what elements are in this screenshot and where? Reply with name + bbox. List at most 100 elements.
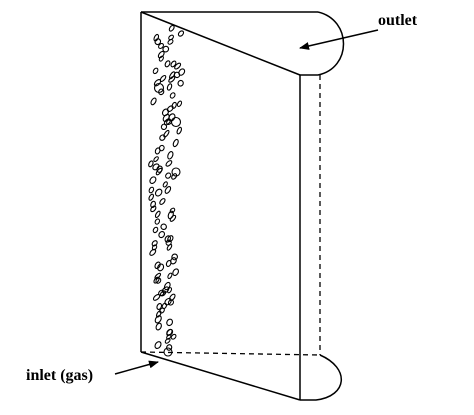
bubble	[150, 97, 157, 106]
bubble	[160, 123, 168, 131]
bubble	[167, 39, 174, 45]
bubble	[154, 315, 162, 324]
bubble	[166, 83, 173, 91]
bubble	[177, 30, 185, 37]
bubble	[166, 105, 174, 113]
large-bubble	[171, 167, 181, 177]
large-bubble	[153, 82, 165, 94]
bubble	[156, 302, 163, 310]
bubble	[157, 263, 165, 272]
bubble	[154, 147, 161, 155]
bubble	[164, 186, 172, 194]
bubble	[161, 286, 170, 294]
bubble	[169, 92, 176, 99]
bubble	[149, 176, 157, 185]
bubble	[178, 68, 186, 76]
bubble	[152, 67, 159, 75]
bubble	[166, 243, 173, 251]
bubble	[163, 281, 171, 291]
large-bubble	[163, 347, 173, 357]
bubble	[168, 24, 175, 32]
bubble	[163, 129, 170, 138]
bubble	[160, 223, 167, 231]
column-outline	[140, 11, 345, 401]
top-cap	[300, 11, 345, 76]
bubble	[164, 297, 172, 306]
bubble	[166, 344, 173, 351]
bubble	[170, 257, 177, 265]
bubble	[153, 156, 159, 162]
outlet-label: outlet	[378, 12, 418, 29]
bubble	[153, 33, 160, 42]
bubble	[155, 167, 163, 176]
bubble	[162, 113, 170, 122]
bubble	[148, 160, 154, 168]
hidden-bottom-edge	[140, 351, 321, 356]
bubble	[168, 34, 174, 41]
top-slant-edge	[140, 11, 301, 76]
bubble	[150, 205, 157, 213]
bubble	[176, 126, 183, 135]
bubble	[170, 60, 177, 68]
bubble	[165, 259, 172, 267]
bubble	[151, 240, 158, 247]
bubble	[172, 138, 179, 148]
bubble	[154, 341, 162, 350]
bubble	[153, 276, 160, 284]
bubble	[177, 79, 184, 87]
inlet-arrow	[114, 360, 159, 375]
bubble	[167, 287, 173, 294]
bubble	[167, 299, 174, 306]
bubble	[166, 328, 174, 336]
bubble	[152, 163, 160, 171]
bubble	[167, 235, 174, 243]
bubble	[148, 193, 155, 201]
bubble	[155, 277, 162, 284]
bubble	[155, 322, 162, 331]
bubble	[154, 261, 161, 269]
bubble	[176, 100, 183, 107]
bubble	[166, 119, 173, 125]
bubble	[169, 207, 176, 214]
bubble	[174, 62, 182, 70]
inlet-label: inlet (gas)	[26, 367, 93, 384]
bubble	[152, 293, 161, 301]
bubble	[168, 75, 176, 83]
bubble	[154, 38, 162, 46]
bubble	[154, 188, 163, 197]
bubble	[167, 151, 174, 160]
bubble	[159, 290, 167, 297]
bubble	[167, 272, 173, 280]
bubble	[165, 172, 172, 179]
bubble	[159, 134, 166, 141]
bubble	[158, 55, 164, 62]
bubble	[158, 42, 164, 49]
bottom-slant-edge	[140, 351, 301, 401]
bubble	[165, 160, 173, 167]
bubble	[163, 118, 171, 126]
bubble	[172, 268, 179, 276]
bubble	[159, 198, 166, 205]
bubble	[159, 307, 165, 314]
bubble	[170, 333, 177, 340]
bubble	[158, 230, 166, 239]
bubble	[166, 318, 174, 327]
bubble	[152, 226, 159, 234]
bubble	[164, 60, 171, 68]
large-bubble	[170, 116, 182, 128]
bubble	[149, 248, 157, 256]
bubble	[148, 186, 155, 194]
bubble	[164, 337, 171, 344]
bubble	[154, 218, 161, 225]
bubble	[169, 214, 177, 222]
bubble	[171, 253, 178, 261]
bottom-cap	[300, 354, 342, 401]
bubble	[171, 173, 178, 180]
hidden-edges	[140, 75, 321, 356]
bubble	[154, 210, 161, 219]
outlet-arrow	[299, 29, 379, 50]
gas-bubbles	[148, 24, 186, 357]
bubble	[158, 88, 165, 96]
bubble	[162, 181, 168, 188]
